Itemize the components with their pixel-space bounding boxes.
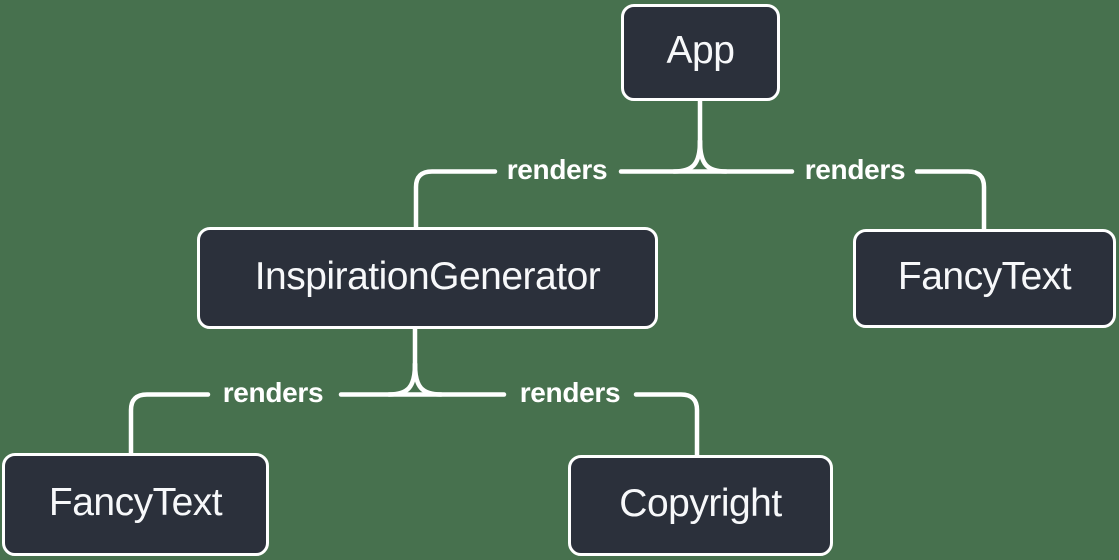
node-fancy-text-top-label: FancyText (897, 255, 1072, 298)
edge-label-app-fancytext: renders (804, 154, 906, 185)
edge-to-inspiration (413, 169, 498, 231)
node-copyright-label: Copyright (619, 482, 782, 525)
node-inspiration-generator: InspirationGenerator (197, 227, 658, 329)
edge-inspiration-flare-left (386, 361, 418, 397)
node-fancy-text-bottom-label: FancyText (48, 481, 223, 524)
node-app: App (621, 4, 780, 101)
node-app-label: App (666, 29, 735, 72)
edge-to-fancytext-bottom (128, 392, 211, 458)
edge-inspiration-flare-right (412, 361, 444, 397)
edge-to-copyright (633, 392, 700, 460)
node-fancy-text-bottom: FancyText (2, 453, 269, 556)
edge-label-inspiration-fancytext: renders (222, 377, 324, 408)
edge-app-flare-left (671, 138, 703, 174)
edge-to-fancytext-top (914, 169, 987, 234)
node-inspiration-generator-label: InspirationGenerator (254, 254, 601, 298)
edge-label-app-inspiration: renders (506, 154, 608, 185)
edge-app-flare-right (697, 138, 729, 174)
node-copyright: Copyright (568, 455, 833, 556)
node-fancy-text-top: FancyText (853, 229, 1116, 328)
edge-label-inspiration-copyright: renders (519, 377, 621, 408)
